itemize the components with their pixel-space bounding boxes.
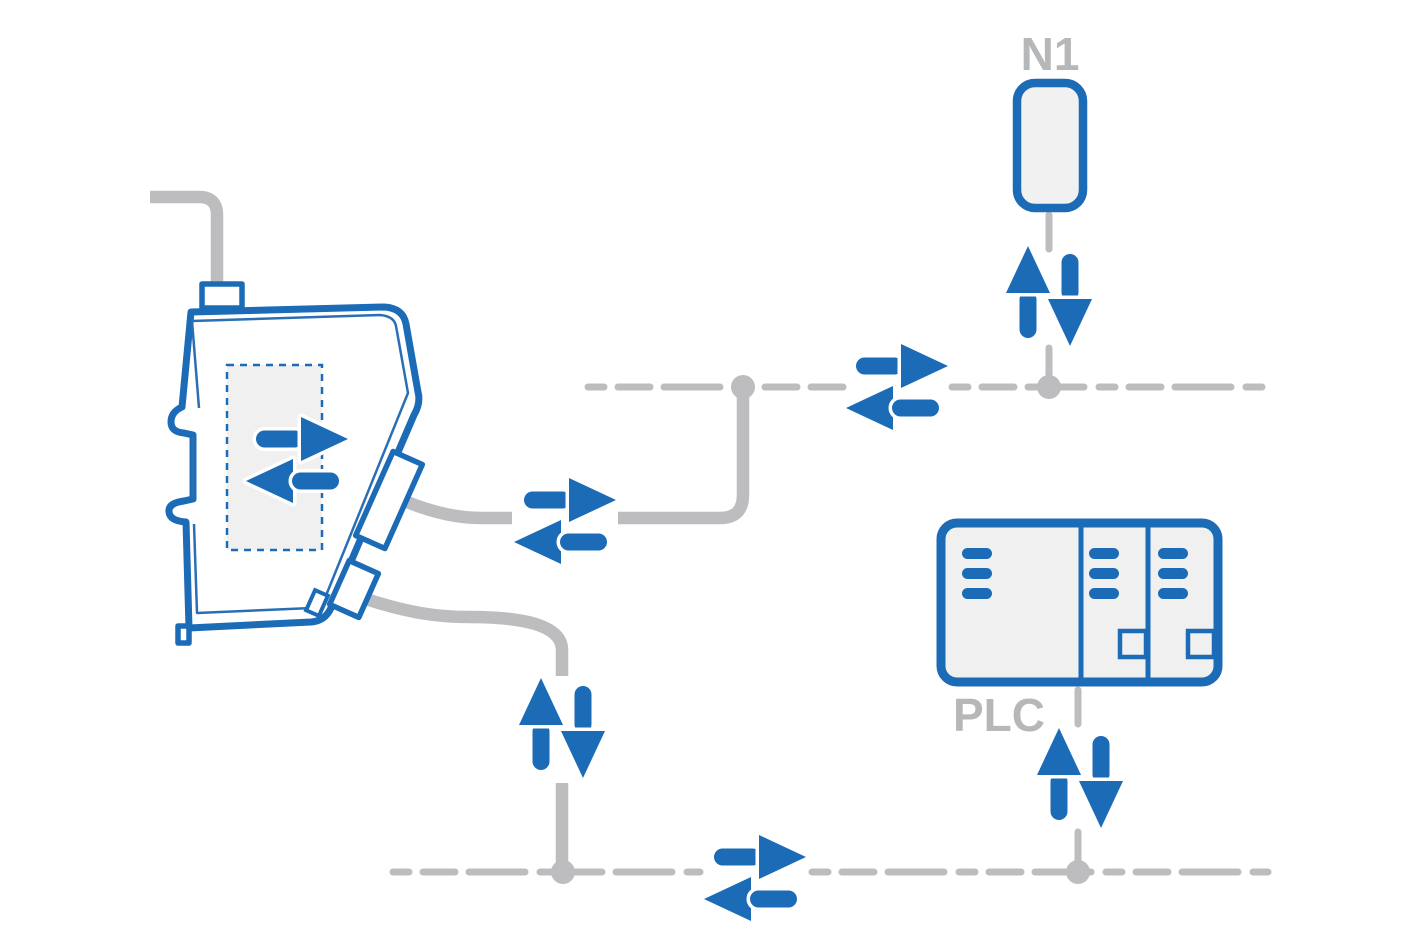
gateway-connector-lower — [326, 557, 382, 621]
plc-label: PLC — [953, 689, 1045, 741]
plc-device-icon — [936, 518, 1223, 687]
node-n1-icon — [1012, 78, 1088, 213]
exchange-arrows-gateway-link-icon — [514, 478, 616, 564]
exchange-arrows-bus-bottom-icon — [704, 835, 806, 921]
updown-arrows-n1-icon — [1006, 246, 1092, 346]
gateway-connector-upper — [352, 448, 426, 552]
gateway-top-connector — [199, 281, 245, 311]
gateway-cable-upper — [399, 390, 750, 525]
junction-dot — [1066, 860, 1090, 884]
gateway-foot — [175, 623, 192, 646]
gateway-module-slot — [225, 363, 324, 552]
gateway-cable-lower — [357, 591, 569, 864]
antenna-cable-icon — [150, 190, 224, 283]
junction-dot — [1037, 375, 1061, 399]
network-bus-bottom — [389, 686, 1272, 884]
exchange-arrows-bus-top-icon — [846, 344, 948, 430]
node-n1-label: N1 — [1021, 28, 1080, 80]
gateway-clip — [303, 587, 331, 619]
updown-arrows-plc-icon — [1037, 728, 1123, 828]
updown-arrows-left-drop-icon — [519, 678, 605, 778]
junction-dot — [551, 860, 575, 884]
gateway-device-icon — [165, 281, 426, 646]
